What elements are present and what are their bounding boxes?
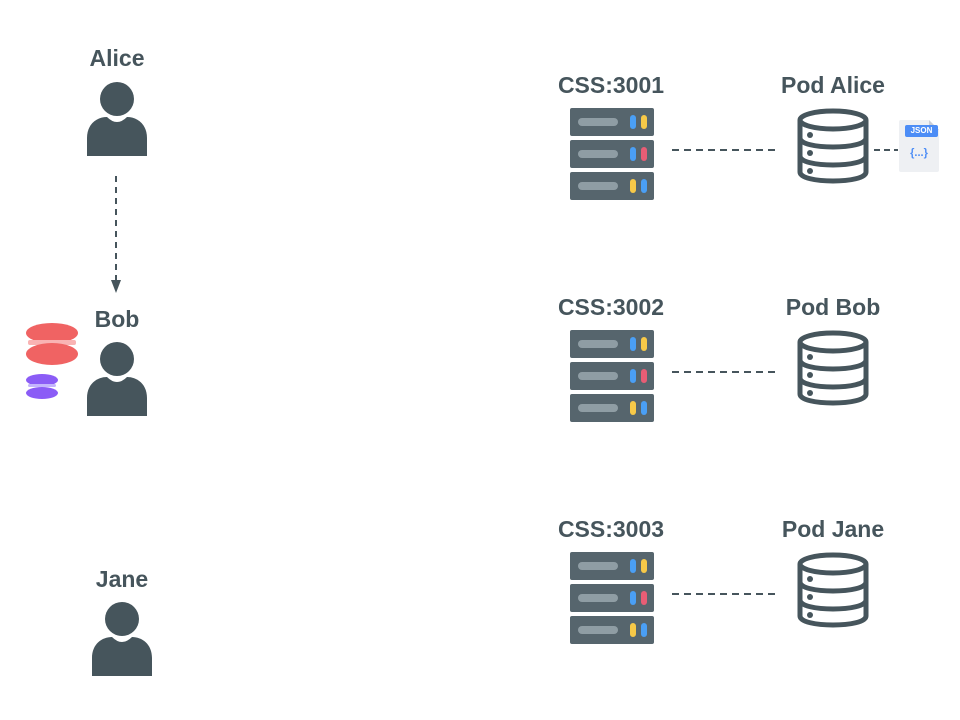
pod-label-alice: Pod Alice [781, 72, 885, 98]
server-rack-icon [570, 108, 654, 200]
connector-line [874, 149, 898, 151]
pod-label-bob: Pod Bob [785, 294, 881, 320]
server-rack-icon [570, 552, 654, 644]
database-icon [797, 330, 869, 406]
server-label-3002: CSS:3002 [557, 294, 665, 320]
person-icon [87, 342, 147, 416]
pod-label-jane: Pod Jane [781, 516, 885, 542]
person-icon [87, 82, 147, 156]
json-file-icon: JSON {...} [899, 120, 939, 172]
server-rack-icon [570, 330, 654, 422]
user-label-alice: Alice [89, 45, 145, 71]
database-icon [797, 108, 869, 184]
database-icon [797, 552, 869, 628]
json-body: {...} [910, 147, 928, 159]
user-label-jane: Jane [95, 566, 149, 592]
macaron-icon [26, 323, 78, 399]
connector-line [672, 371, 780, 373]
server-label-3003: CSS:3003 [557, 516, 665, 542]
share-arrow [111, 176, 121, 293]
json-badge: JSON [905, 125, 938, 137]
user-label-bob: Bob [94, 306, 140, 332]
server-label-3001: CSS:3001 [557, 72, 665, 98]
connector-line [672, 149, 780, 151]
person-icon [92, 602, 152, 676]
connector-line [672, 593, 780, 595]
